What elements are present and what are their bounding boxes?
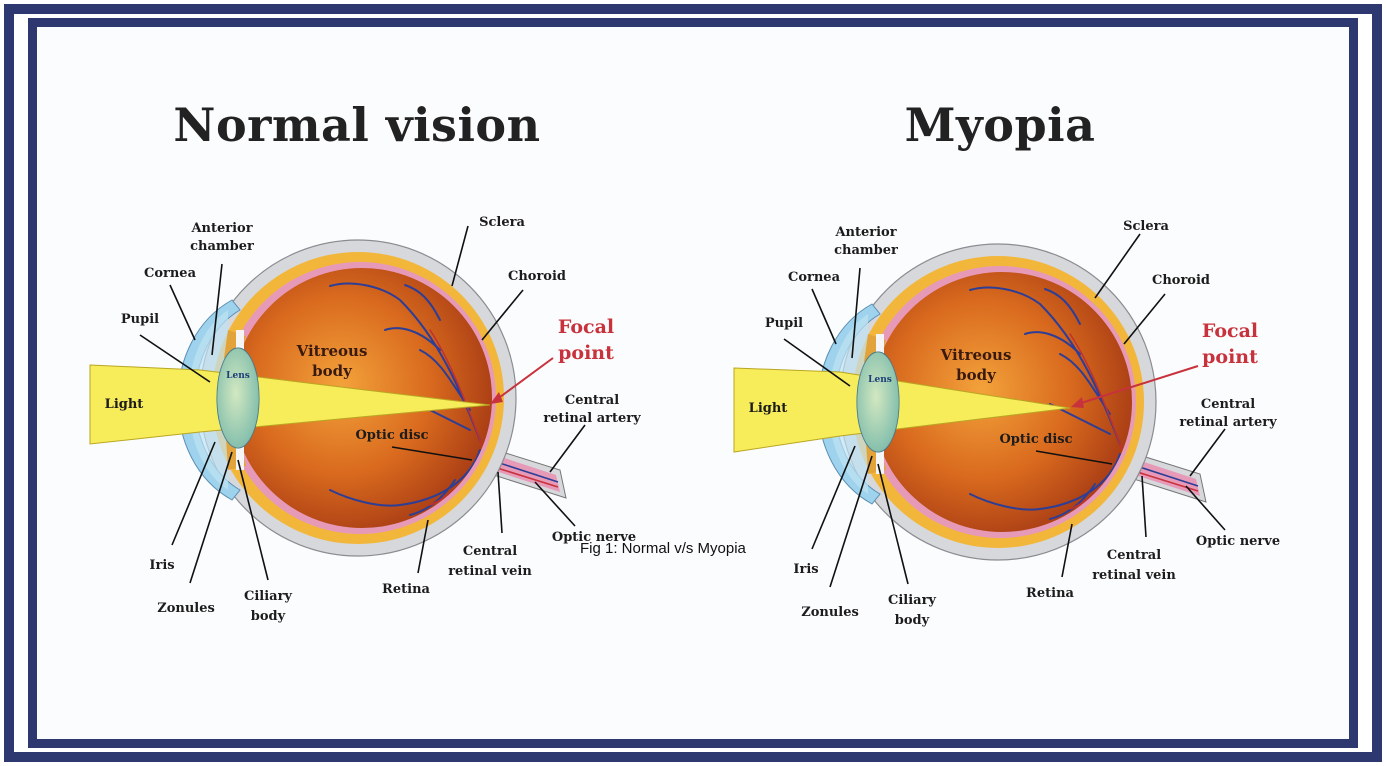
central-retinal-vein-label: Central (1107, 548, 1161, 563)
figure-caption: Fig 1: Normal v/s Myopia (580, 540, 746, 557)
optic-disc-label: Optic disc (999, 432, 1072, 447)
ciliary-body-label: Ciliary (888, 593, 936, 608)
choroid-label: Choroid (1152, 273, 1210, 288)
focal-point-label-line2: point (1202, 346, 1258, 368)
optic-nerve-label: Optic nerve (1196, 534, 1280, 549)
zonules-label: Zonules (801, 605, 859, 620)
pupil-label: Pupil (765, 316, 803, 331)
anterior-chamber-label: Anterior (834, 225, 896, 240)
cornea-label: Cornea (788, 270, 841, 285)
sclera-label: Sclera (1123, 219, 1169, 234)
focal-point-label: Focal (1202, 320, 1258, 342)
anterior-chamber-label-line2: chamber (834, 243, 898, 258)
vitreous-body-label-line2: body (956, 366, 997, 384)
vitreous-body-label: Vitreous (940, 346, 1012, 364)
central-retinal-artery-label-line2: retinal artery (1179, 415, 1277, 430)
ciliary-body-label-line2: body (895, 613, 930, 628)
light-label: Light (749, 401, 788, 416)
central-retinal-artery-label: Central (1201, 397, 1255, 412)
retina-label: Retina (1026, 586, 1074, 601)
central-retinal-vein-label-line2: retinal vein (1092, 568, 1176, 583)
iris-label: Iris (793, 562, 818, 577)
lens-label: Lens (868, 375, 892, 385)
